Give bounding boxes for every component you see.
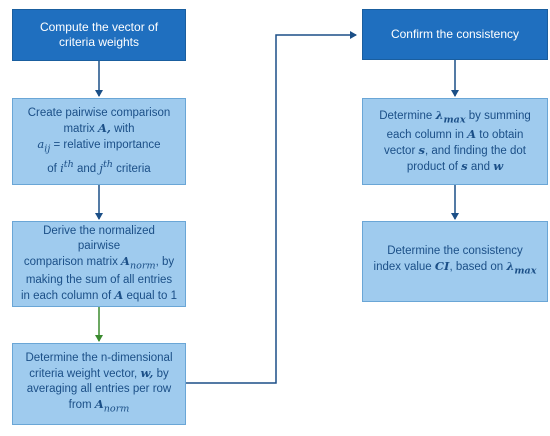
step4-text: and (467, 161, 494, 174)
step4-line4: product of s and w (379, 159, 531, 175)
step1-line2: matrix A, with (28, 121, 171, 137)
step4-text: by summing (465, 109, 531, 122)
ci-symbol: CI (434, 259, 450, 274)
th-superscript: th (102, 158, 113, 170)
step2-line3: making the sum of all entries (25, 274, 173, 287)
step-weight-vector-text: Determine the n-dimensional criteria wei… (25, 351, 172, 416)
w-symbol: w, (140, 366, 154, 381)
step3-text: criteria weight vector, (29, 368, 141, 381)
step3-line4: from Anorm (25, 397, 172, 416)
i-symbol: i (60, 160, 64, 175)
step4-line3: vector s, and finding the dot (379, 143, 531, 159)
step1-text: of (47, 162, 61, 175)
norm-subscript: norm (103, 403, 130, 415)
step3-text: by (153, 368, 169, 381)
step2-line4: in each column of A equal to 1 (21, 288, 177, 304)
step3-line2: criteria weight vector, w, by (25, 366, 172, 382)
step2-text: in each column of (21, 290, 115, 303)
step1-line4: of ith and jth criteria (28, 157, 171, 177)
lambda-symbol: λ (506, 259, 515, 274)
step-lambda-max-text: Determine λmax by summing each column in… (379, 108, 531, 175)
step1-text: and (73, 162, 100, 175)
aij-subscript: ij (44, 143, 51, 155)
step1-line1: Create pairwise comparison (27, 107, 171, 120)
confirm-consistency-header: Confirm the consistency (362, 9, 548, 60)
s-symbol: s (418, 143, 425, 158)
w-symbol: w (493, 159, 504, 174)
aij-symbol: a (37, 137, 45, 152)
step4-text: vector (383, 145, 419, 158)
matrix-a-symbol: A, (97, 121, 111, 136)
th-superscript: th (63, 158, 74, 170)
step4-text: each column in (386, 129, 468, 142)
step2-text: comparison matrix (23, 255, 122, 268)
a-norm-symbol: A (94, 397, 104, 412)
step1-text: criteria (112, 162, 151, 175)
step-consistency-index-text: Determine the consistency index value CI… (374, 244, 537, 278)
lambda-symbol: λ (435, 107, 444, 122)
step4-line1: Determine λmax by summing (379, 108, 531, 127)
step-consistency-index: Determine the consistency index value CI… (362, 221, 548, 302)
step4-text: to obtain (476, 129, 524, 142)
step-lambda-max: Determine λmax by summing each column in… (362, 98, 548, 185)
step2-text: equal to 1 (123, 290, 177, 303)
confirm-consistency-title: Confirm the consistency (390, 27, 520, 41)
step-pairwise-matrix-text: Create pairwise comparison matrix A, wit… (28, 106, 171, 176)
step-pairwise-matrix: Create pairwise comparison matrix A, wit… (12, 98, 186, 185)
step3-line3: averaging all entries per row (26, 383, 172, 396)
max-subscript: max (443, 114, 466, 126)
arrow-step3-to-confirm (186, 31, 357, 384)
step1-text: with (110, 123, 135, 136)
step-normalized-matrix-text: Derive the normalized pairwise compariso… (21, 224, 177, 304)
compute-weights-title: Compute the vector of criteria weights (39, 20, 159, 49)
step1-text: = relative importance (50, 139, 161, 152)
norm-subscript: norm (129, 260, 156, 272)
step-normalized-matrix: Derive the normalized pairwise compariso… (12, 221, 186, 307)
compute-weights-header: Compute the vector of criteria weights (12, 9, 186, 61)
matrix-a-symbol: A (467, 127, 477, 142)
step1-text: matrix (63, 123, 98, 136)
step5-text: , based on (449, 261, 507, 274)
s-symbol: s (461, 159, 468, 174)
step5-line2: index value CI, based on λmax (374, 259, 537, 278)
step2-line1: Derive the normalized pairwise (43, 224, 155, 252)
matrix-a-symbol: A (114, 288, 124, 303)
step3-line1: Determine the n-dimensional (25, 352, 173, 365)
step4-text: Determine (379, 109, 436, 122)
step2-text: , by (155, 255, 175, 268)
step4-line2: each column in A to obtain (379, 127, 531, 143)
step1-line3: aij = relative importance (28, 137, 171, 156)
step5-line1: Determine the consistency (387, 245, 523, 258)
step4-text: product of (406, 161, 462, 174)
step3-text: from (68, 399, 95, 412)
step2-line2: comparison matrix Anorm, by (21, 254, 177, 273)
step5-text: index value (373, 261, 435, 274)
a-norm-symbol: A (121, 253, 130, 268)
step-weight-vector: Determine the n-dimensional criteria wei… (12, 343, 186, 425)
step4-text: , and finding the dot (424, 145, 526, 158)
j-symbol: j (99, 160, 103, 175)
max-subscript: max (514, 265, 537, 277)
